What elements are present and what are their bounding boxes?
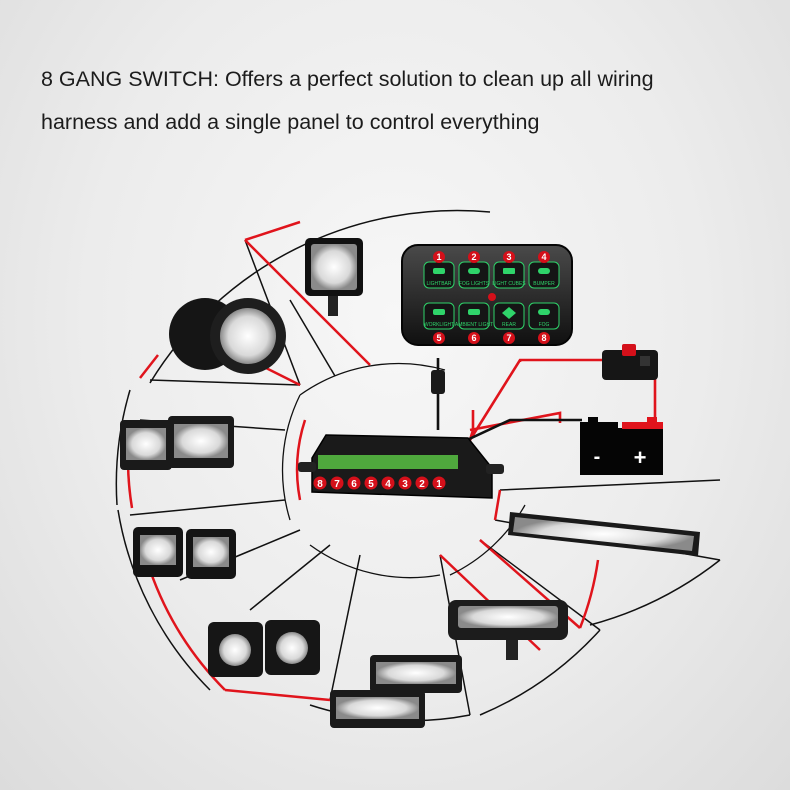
fog-icon [538, 309, 550, 315]
battery-plus-label: + [634, 445, 647, 470]
button-label-3: LIGHT CUBES [492, 281, 526, 287]
switch-buttons [423, 261, 560, 330]
switch-button-8[interactable] [528, 302, 560, 330]
fan-red-segments [126, 220, 600, 702]
switch-numbers: 1 2 3 4 5 6 7 8 [436, 252, 546, 343]
switch-number-3: 3 [506, 252, 511, 262]
fog-lights-icon [468, 268, 480, 274]
switch-number-4: 4 [541, 252, 546, 262]
switch-number-2: 2 [471, 252, 476, 262]
button-label-6: AMBIENT LIGHT [455, 322, 493, 328]
relay-terminals [318, 455, 458, 469]
battery-icon: - + [580, 417, 663, 475]
relay-channel-5: 5 [368, 479, 374, 490]
square-work-light-icon [305, 238, 363, 316]
relay-mount-left [298, 462, 316, 472]
relay-channel-1: 1 [436, 479, 442, 490]
inner-ring [281, 362, 526, 579]
relay-channel-7: 7 [334, 479, 340, 490]
panel-connector [431, 370, 445, 394]
switch-number-5: 5 [436, 333, 441, 343]
relay-channel-numbers: 8 7 6 5 4 3 2 1 [317, 479, 442, 490]
light-cubes-icon [503, 268, 515, 274]
dual-light-bar-icon [120, 416, 234, 470]
switch-button-icons [433, 268, 550, 319]
long-light-bar-icon [508, 512, 700, 556]
button-label-7: REAR [502, 322, 516, 328]
switch-number-7: 7 [506, 333, 511, 343]
relay-mount-right [486, 464, 504, 474]
relay-box: 8 7 6 5 4 3 2 1 [298, 434, 504, 499]
relay-channel-badges [313, 476, 446, 490]
switch-number-6: 6 [471, 333, 476, 343]
circuit-breaker-icon [602, 344, 658, 380]
switch-panel: LIGHTBAR FOG LIGHTS LIGHT CUBES BUMPER W… [401, 244, 573, 394]
button-label-2: FOG LIGHTS [459, 281, 490, 287]
switch-number-8: 8 [541, 333, 546, 343]
headline-line-1: 8 GANG SWITCH: Offers a perfect solution… [41, 67, 654, 91]
worklight-icon [433, 309, 445, 315]
switch-button-6[interactable] [458, 302, 490, 330]
switch-number-badges [433, 251, 550, 344]
button-label-8: FOG [539, 322, 550, 328]
button-label-1: LIGHTBAR [426, 281, 451, 287]
button-label-4: BUMPER [533, 281, 555, 287]
rear-light-icon [502, 307, 516, 319]
button-label-5: WORKLIGHT [424, 322, 454, 328]
double-row-bar-icon [330, 655, 462, 728]
switch-number-1: 1 [436, 252, 441, 262]
switch-button-labels: LIGHTBAR FOG LIGHTS LIGHT CUBES BUMPER W… [424, 281, 555, 328]
bumper-icon [538, 268, 550, 274]
headline: 8 GANG SWITCH: Offers a perfect solution… [41, 58, 761, 144]
slim-light-bar-icon [448, 600, 568, 660]
cube-light-pair-icon [133, 527, 236, 579]
relay-channel-2: 2 [419, 479, 425, 490]
switch-button-5[interactable] [423, 302, 455, 330]
round-cube-pair-icon [208, 620, 320, 677]
headline-line-2: harness and add a single panel to contro… [41, 110, 540, 134]
ambient-light-icon [468, 309, 480, 315]
relay-channel-8: 8 [317, 479, 323, 490]
relay-channel-6: 6 [351, 479, 357, 490]
relay-channel-4: 4 [385, 479, 391, 490]
center-power-led [488, 293, 496, 301]
round-spot-light-icon [169, 298, 286, 374]
relay-channel-3: 3 [402, 479, 408, 490]
battery-minus-label: - [594, 446, 601, 468]
lightbar-icon [433, 268, 445, 274]
